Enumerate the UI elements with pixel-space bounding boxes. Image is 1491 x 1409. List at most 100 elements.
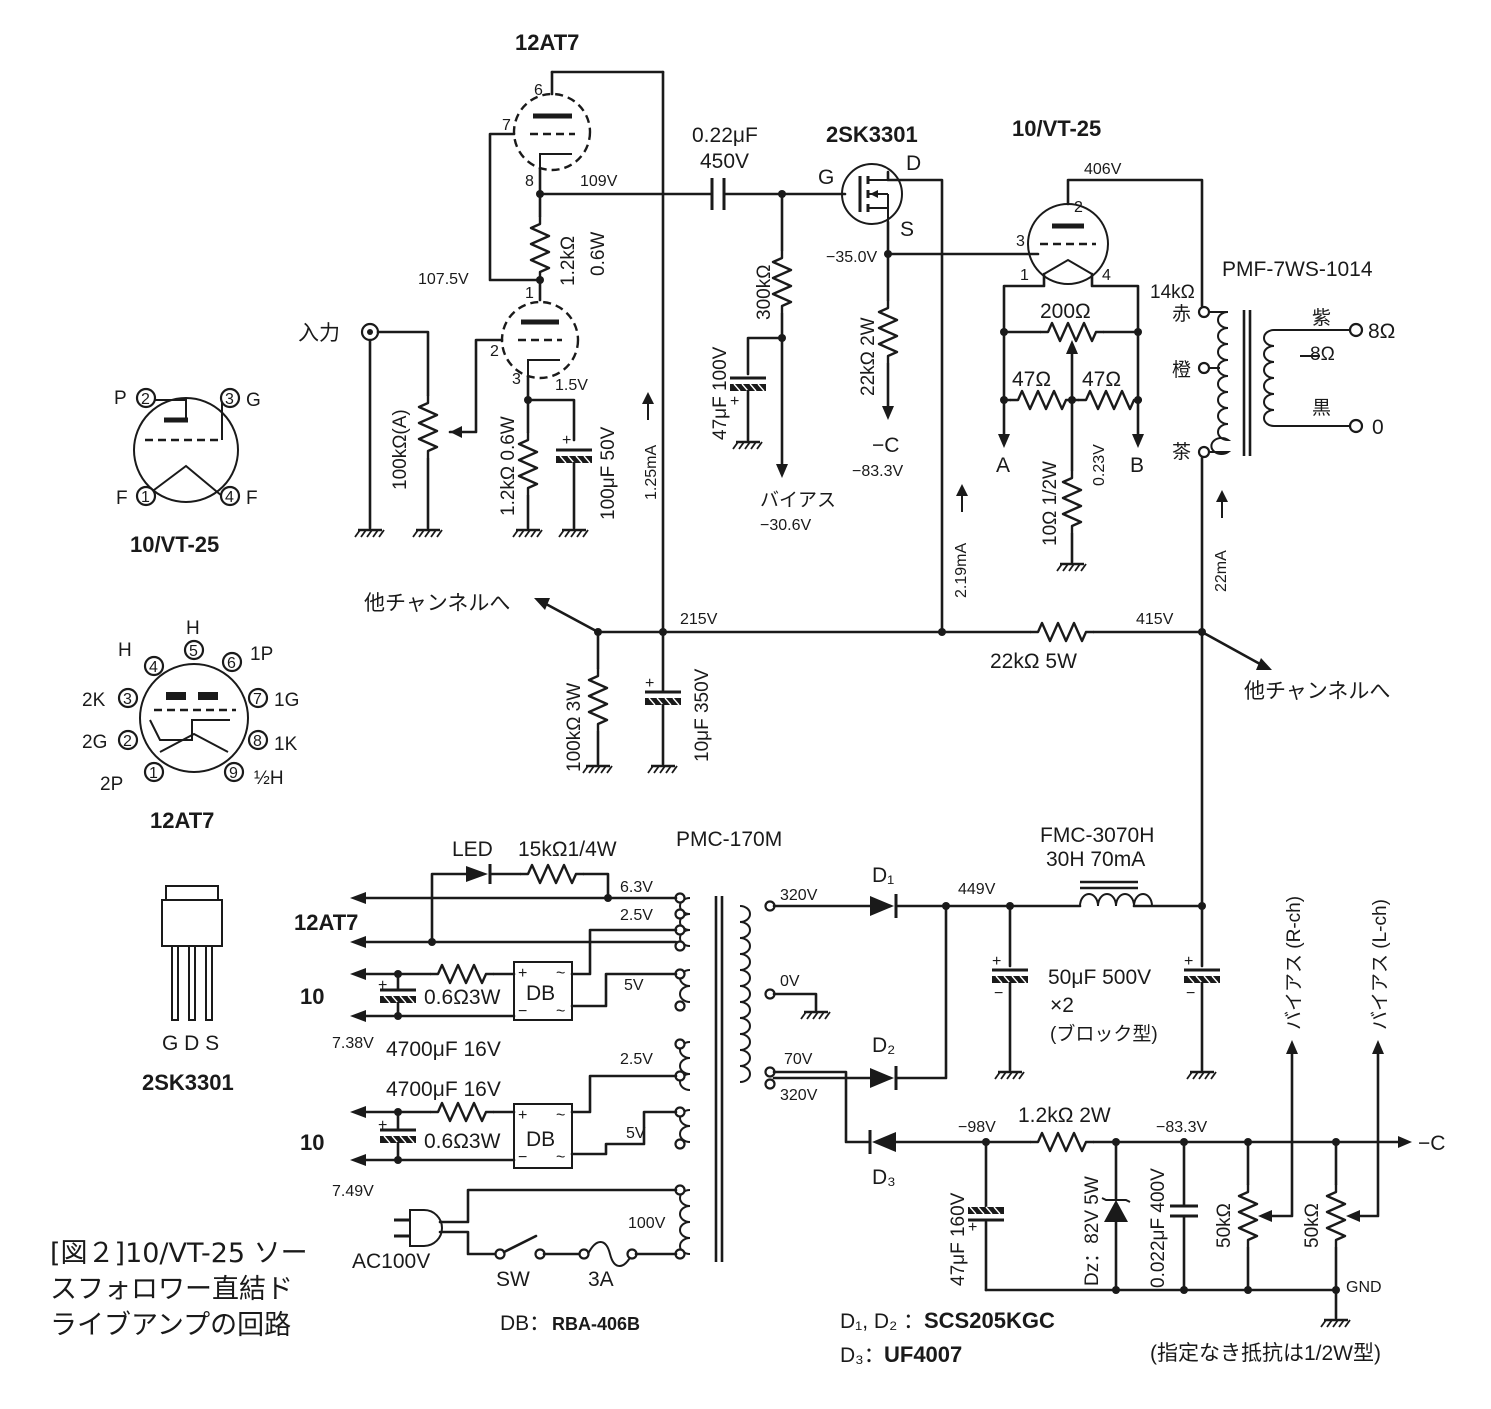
c-47-160: 47μF 160V: [948, 1192, 969, 1286]
r-06a: 0.6Ω3W: [424, 986, 501, 1009]
vt-pin2: 2: [1074, 199, 1083, 216]
other-ch1: 他チャンネルへ: [364, 592, 510, 615]
at7-pin9: 9: [229, 765, 238, 782]
r-100k3: 100kΩ 3W: [564, 683, 585, 772]
pin-6: 6: [534, 82, 543, 99]
c-50: 50μF 500V: [1048, 966, 1151, 989]
vt25-p: P: [114, 388, 127, 409]
diode-d2: [870, 1068, 894, 1088]
c47-plus: +: [730, 393, 739, 410]
v-109: 109V: [580, 173, 618, 190]
v-5a: 5V: [624, 977, 644, 994]
db-bridge-2: [513, 1103, 573, 1169]
pin-3b: 3: [512, 371, 521, 388]
ac-label: AC100V: [352, 1250, 430, 1273]
label-vt25-top: 10/VT-25: [1012, 116, 1101, 141]
r-300: 300kΩ: [754, 265, 775, 320]
fet-g: G: [818, 166, 834, 189]
d1-label: D₁: [872, 864, 894, 887]
c-4700b: 4700μF 16V: [386, 1078, 501, 1101]
at7-1g: 1G: [274, 690, 299, 711]
v-023: 0.23V: [1091, 444, 1108, 486]
c-50blk: (ブロック型): [1050, 1022, 1158, 1045]
v-107: 107.5V: [418, 271, 469, 288]
vt25-pin1: 1: [141, 489, 150, 506]
z-8: 8Ω: [1368, 320, 1395, 343]
v-0: 0V: [780, 973, 800, 990]
svg-text:−: −: [1186, 985, 1195, 1002]
input-label: 入力: [298, 322, 340, 345]
v-749: 7.49V: [332, 1183, 374, 1200]
svg-text:+: +: [1184, 953, 1193, 970]
at7-2k: 2K: [82, 690, 106, 711]
fet-package: [161, 885, 223, 1021]
svg-text:~: ~: [556, 1149, 565, 1166]
db-note-v: RBA-406B: [552, 1314, 640, 1334]
r-47b: 47Ω: [1082, 368, 1121, 391]
at7-h: H: [118, 640, 132, 661]
power-transformer: [679, 896, 751, 1262]
at7-sup: 12AT7: [294, 910, 358, 935]
at7-pin6: 6: [227, 655, 236, 672]
opt-secondary-coil: [1263, 329, 1300, 427]
sw-label: SW: [496, 1268, 530, 1291]
v-320b: 320V: [780, 1087, 818, 1104]
caption-line3: ライブアンプの回路: [50, 1310, 291, 1341]
choke: [1079, 893, 1153, 907]
fuse: [587, 1241, 633, 1267]
opt-primary-coil: [1209, 311, 1232, 455]
label-12at7-top: 12AT7: [515, 30, 579, 55]
vt25-f1: F: [116, 488, 128, 509]
v-35: −35.0V: [826, 249, 877, 266]
red-label: 赤: [1172, 303, 1191, 325]
vt25-output-tube: [1027, 203, 1109, 285]
at7-pin8: 8: [253, 733, 262, 750]
fet-title: 2SK3301: [142, 1070, 234, 1095]
fet-pins: G D S: [162, 1032, 219, 1055]
neg-c2: −C: [1418, 1132, 1445, 1155]
pinout-vt25: [133, 387, 241, 507]
at7-pin1: 1: [149, 765, 158, 782]
c-022: 0.022μF 400V: [1148, 1168, 1169, 1288]
c-4700a: 4700μF 16V: [386, 1038, 501, 1061]
pin-8: 8: [525, 173, 534, 190]
svg-text:+: +: [378, 977, 387, 994]
svg-text:+: +: [518, 1107, 527, 1124]
c-47: 47μF 100V: [710, 346, 731, 440]
12at7-upper-triode: [488, 70, 665, 634]
label-2sk3301-top: 2SK3301: [826, 122, 918, 147]
diode-note1-k: D₁, D₂ ：: [840, 1310, 924, 1333]
neg-c: −C: [872, 434, 899, 457]
other-ch2: 他チャンネルへ: [1244, 680, 1390, 703]
at7-half-h: ½H: [254, 768, 284, 789]
vt25-g: G: [246, 390, 261, 411]
at7-2g: 2G: [82, 732, 107, 753]
r-load-watt: 0.6W: [588, 232, 609, 276]
svg-text:+: +: [518, 965, 527, 982]
vt25-pin2: 2: [141, 391, 150, 408]
db-b: DB: [526, 1128, 555, 1151]
at7-pin4: 4: [149, 659, 158, 676]
v-25b: 2.5V: [620, 1051, 653, 1068]
pot-b: 50kΩ: [1302, 1203, 1323, 1248]
z-14k: 14kΩ: [1150, 282, 1195, 303]
gnd-label: GND: [1346, 1279, 1382, 1296]
bias-v: −30.6V: [760, 517, 811, 534]
at7-pin5: 5: [189, 643, 198, 660]
at7-title: 12AT7: [150, 808, 214, 833]
at7-pin7: 7: [253, 691, 262, 708]
i-22: 22mA: [1213, 550, 1230, 592]
choke-spec: 30H 70mA: [1046, 848, 1145, 871]
r-15k: 15kΩ1/4W: [518, 838, 617, 861]
svg-text:+: +: [968, 1219, 977, 1236]
zener-dz: [1104, 1200, 1128, 1222]
svg-text:~: ~: [556, 1003, 565, 1020]
r-47a: 47Ω: [1012, 368, 1051, 391]
pin-1b: 1: [525, 285, 534, 302]
bias-l: バイアス (L-ch): [1370, 899, 1391, 1030]
vt25-f2: F: [246, 488, 258, 509]
v-833: −83.3V: [852, 463, 903, 480]
svg-text:~: ~: [556, 1107, 565, 1124]
v-833b: −83.3V: [1156, 1119, 1207, 1136]
at7-pin3: 3: [123, 691, 132, 708]
